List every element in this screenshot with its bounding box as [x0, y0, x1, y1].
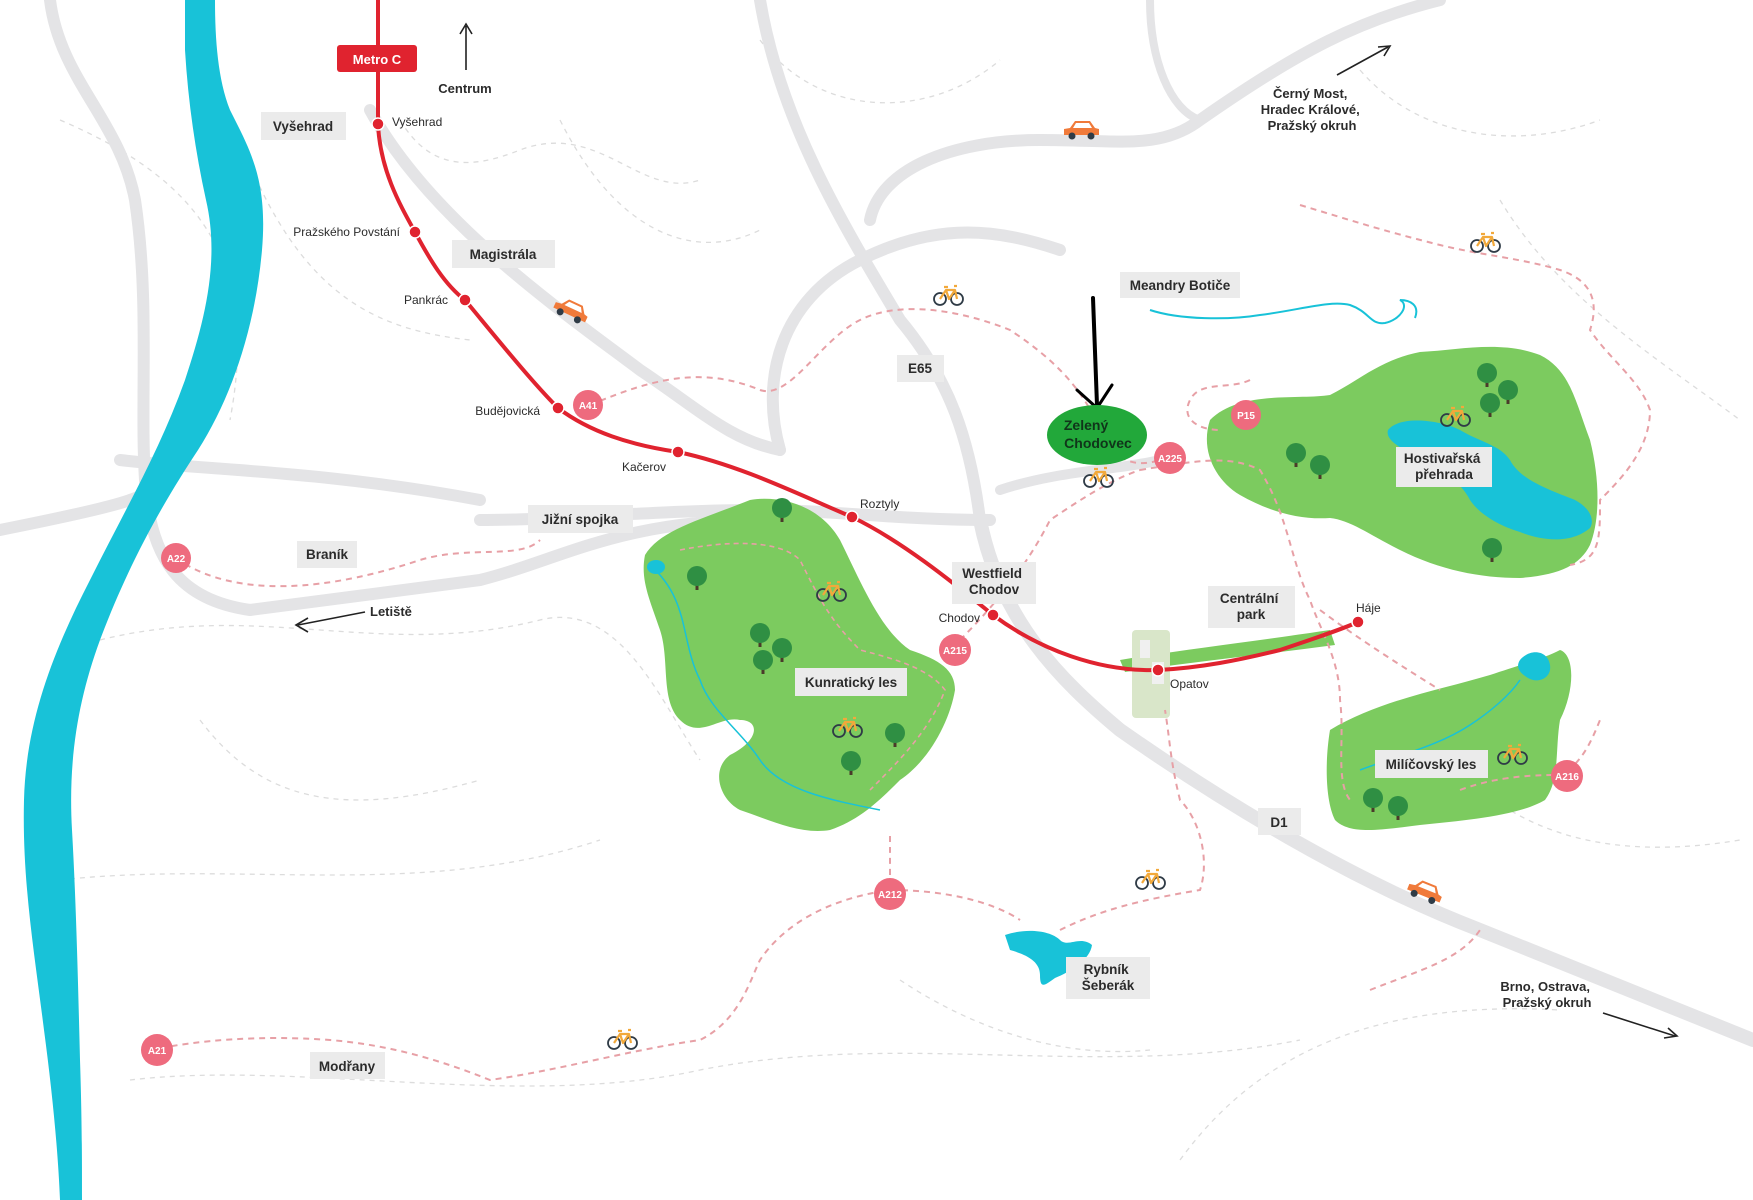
label-meandry-botice: Meandry Botiče: [1130, 278, 1231, 293]
label-westfield-chodov: Westfield Chodov: [962, 566, 1026, 597]
station-label-haje: Háje: [1356, 601, 1381, 615]
place-labels: Vyšehrad Magistrála E65 Meandry Botiče J…: [261, 112, 1492, 1079]
bike-icon: [606, 1028, 639, 1051]
bike-icon: [932, 284, 965, 307]
arrow-northeast-icon: [1336, 45, 1392, 76]
label-e65: E65: [908, 361, 933, 376]
zeleny-chodovec-marker: Zelený Chodovec: [1047, 296, 1147, 465]
label-branik: Braník: [306, 547, 349, 562]
label-westfield-line-2: Chodov: [969, 582, 1020, 597]
station-label-prazskeho-povstani: Pražského Povstání: [293, 225, 400, 239]
background-streets: [59, 39, 1741, 1161]
direction-labels: Centrum Letiště Černý Most, Hradec Králo…: [370, 81, 1593, 1010]
metro-c-line: [376, 0, 1360, 673]
direction-northeast-line-2: Hradec Králové,: [1261, 102, 1360, 117]
label-centralni-park-line-1: Centrální: [1220, 591, 1280, 606]
arrow-southeast-icon: [1602, 1012, 1679, 1039]
badge-p15: P15: [1237, 411, 1255, 422]
label-hostivarska-line-1: Hostivařská: [1404, 451, 1481, 466]
station-label-pankrac: Pankrác: [404, 293, 448, 307]
station-label-roztyly: Roztyly: [860, 497, 899, 511]
direction-west-label: Letiště: [370, 604, 412, 619]
direction-southeast-label: Brno, Ostrava, Pražský okruh: [1500, 979, 1593, 1010]
pointer-arrow-icon: [1091, 296, 1099, 407]
label-vysehrad: Vyšehrad: [273, 119, 333, 134]
direction-northeast-line-1: Černý Most,: [1273, 86, 1347, 101]
label-westfield-line-1: Westfield: [962, 566, 1022, 581]
label-modrany: Modřany: [319, 1059, 376, 1074]
station-label-opatov: Opatov: [1170, 677, 1209, 691]
label-magistrala: Magistrála: [470, 247, 537, 262]
station-label-vysehrad: Vyšehrad: [392, 115, 442, 129]
zeleny-chodovec-line-2: Chodovec: [1064, 435, 1132, 451]
label-hostivarska-line-2: přehrada: [1415, 467, 1473, 482]
direction-north-label: Centrum: [438, 81, 491, 96]
arrow-north-icon: [459, 22, 473, 70]
badge-a41: A41: [579, 401, 598, 412]
direction-northeast-label: Černý Most, Hradec Králové, Pražský okru…: [1261, 86, 1364, 133]
label-rybnik-line-2: Šeberák: [1082, 978, 1135, 993]
route-badges: A41 A22 A215 A225 P15 A216 A212 A21: [141, 390, 1583, 1066]
station-label-chodov: Chodov: [939, 611, 980, 625]
badge-a22: A22: [167, 554, 186, 565]
badge-a215: A215: [943, 646, 967, 657]
metro-c-badge-text: Metro C: [353, 52, 402, 67]
botic-stream: [1149, 299, 1418, 325]
label-kunraticky-les: Kunratický les: [805, 675, 897, 690]
badge-a21: A21: [148, 1046, 167, 1057]
station-label-budejovicka: Budějovická: [475, 404, 540, 418]
station-label-prazskeho-povstani-text: Pražského Povstání: [293, 225, 400, 239]
label-milicovsky-les: Milíčovský les: [1386, 757, 1477, 772]
direction-arrows: [294, 22, 1679, 1039]
badge-a212: A212: [878, 890, 902, 901]
metro-c-badge: Metro C: [337, 45, 417, 72]
bike-icon: [1469, 231, 1502, 254]
station-label-kacerov: Kačerov: [622, 460, 666, 474]
direction-southeast-line-1: Brno, Ostrava,: [1500, 979, 1590, 994]
label-jizni-spojka: Jižní spojka: [542, 512, 619, 527]
badge-a216: A216: [1555, 772, 1579, 783]
metro-stations: [371, 117, 1365, 677]
label-rybnik-seberak: Rybník Šeberák: [1082, 962, 1135, 993]
direction-southeast-line-2: Pražský okruh: [1503, 995, 1592, 1010]
arrow-west-icon: [294, 611, 366, 633]
bike-icon: [1134, 868, 1167, 891]
label-hostivarska-prehrada: Hostivařská přehrada: [1404, 451, 1484, 482]
label-d1: D1: [1270, 815, 1288, 830]
zeleny-chodovec-line-1: Zelený: [1064, 417, 1109, 433]
zeleny-chodovec-label: Zelený Chodovec: [1064, 417, 1132, 451]
label-centralni-park-line-2: park: [1237, 607, 1266, 622]
badge-a225: A225: [1158, 454, 1182, 465]
direction-northeast-line-3: Pražský okruh: [1268, 118, 1357, 133]
label-rybnik-line-1: Rybník: [1084, 962, 1130, 977]
station-labels: Vyšehrad Pražského Povstání Pankrác Budě…: [293, 115, 1381, 691]
label-centralni-park: Centrální park: [1220, 591, 1282, 622]
